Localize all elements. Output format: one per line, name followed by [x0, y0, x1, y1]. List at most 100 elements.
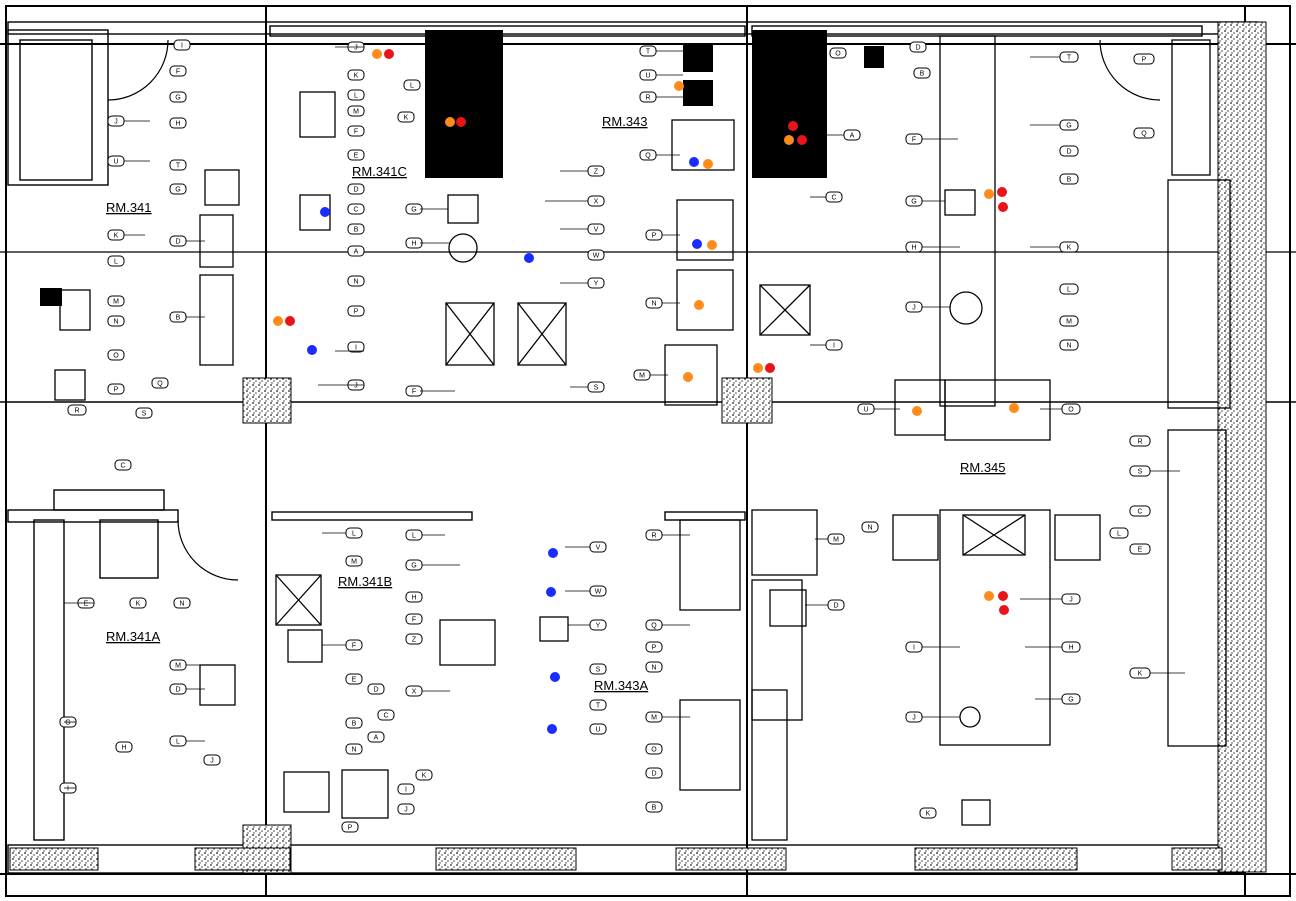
callout-tag-text: M: [639, 373, 645, 380]
status-dot-red: [765, 363, 775, 373]
callout-tag-text: B: [652, 805, 657, 812]
callout-tag-text: T: [596, 703, 601, 710]
callout-tag-text: U: [113, 159, 118, 166]
callout-tag-text: K: [136, 601, 141, 608]
callout-tag-text: W: [593, 253, 600, 260]
room-label-341c: RM.341C: [352, 164, 407, 179]
callout-tag-text: P: [1142, 57, 1147, 64]
callout-tag-text: K: [404, 115, 409, 122]
status-dot-orange: [683, 372, 693, 382]
status-dot-orange: [372, 49, 382, 59]
callout-tag-text: H: [121, 745, 126, 752]
callout-tag-text: P: [354, 309, 359, 316]
callout-tag-text: J: [354, 45, 358, 52]
callout-tag-text: Y: [596, 623, 601, 630]
callout-tag-text: G: [1066, 123, 1071, 130]
room-label-343: RM.343: [602, 114, 648, 129]
callout-tag-text: G: [411, 563, 416, 570]
callout-tag-text: F: [354, 129, 358, 136]
black-zones: [40, 30, 884, 306]
callout-tag-text: L: [410, 83, 414, 90]
callout-tag-text: F: [412, 389, 416, 396]
callout-tag-text: H: [1068, 645, 1073, 652]
callout-tag-text: R: [74, 408, 79, 415]
callout-tag-text: M: [351, 559, 357, 566]
callout-tag-text: I: [405, 787, 407, 794]
status-dot-red: [998, 202, 1008, 212]
status-dot-red: [999, 605, 1009, 615]
callout-tag-text: M: [651, 715, 657, 722]
callout-tag-text: A: [374, 735, 379, 742]
room-labels: RM.341 RM.341A RM.341B RM.341C RM.343 RM…: [106, 114, 1006, 693]
callout-tag-text: O: [113, 353, 119, 360]
callout-tag-text: K: [114, 233, 119, 240]
callout-tag-text: K: [926, 811, 931, 818]
callout-tag-text: B: [352, 721, 357, 728]
callout-tag-text: O: [835, 51, 841, 58]
leader-lines: [64, 46, 1185, 789]
callout-tags: [59, 39, 1155, 833]
callout-tag-text: N: [1066, 343, 1071, 350]
callout-tag-text: F: [412, 617, 416, 624]
status-dot-orange: [753, 363, 763, 373]
callout-tag-text: Y: [594, 281, 599, 288]
callout-tag-text: F: [352, 643, 356, 650]
callout-tag-text: P: [652, 645, 657, 652]
callout-tag-text: C: [383, 713, 388, 720]
callout-tag-text: N: [353, 279, 358, 286]
callout-tag-text: P: [652, 233, 657, 240]
callout-tag-text: M: [175, 663, 181, 670]
status-dot-orange: [674, 81, 684, 91]
callout-tag-text: X: [594, 199, 599, 206]
callout-tag-text: I: [833, 343, 835, 350]
callout-tag-text: R: [651, 533, 656, 540]
status-dot-red: [384, 49, 394, 59]
status-dot-orange: [694, 300, 704, 310]
callout-tag-text: F: [912, 137, 916, 144]
callout-tag-text: L: [1117, 531, 1121, 538]
callout-tag-text: K: [354, 73, 359, 80]
callout-tag-text: P: [114, 387, 119, 394]
callout-tag-text: J: [404, 807, 408, 814]
callout-tag-text: D: [833, 603, 838, 610]
callout-tag-text: H: [411, 241, 416, 248]
callout-tag-text: B: [176, 315, 181, 322]
callout-tag-text: T: [1067, 55, 1072, 62]
callout-tag-text: K: [1138, 671, 1143, 678]
callout-tag-text: N: [351, 747, 356, 754]
callout-tag-text: G: [911, 199, 916, 206]
callout-tag-text: O: [1068, 407, 1074, 414]
callout-tag-text: E: [84, 601, 89, 608]
callout-tag-text: J: [912, 305, 916, 312]
callout-tag-text: L: [114, 259, 118, 266]
callout-tag-text: L: [412, 533, 416, 540]
callout-tag-text: L: [1067, 287, 1071, 294]
callout-tag-text: N: [867, 525, 872, 532]
callout-tag-text: V: [596, 545, 601, 552]
callout-tag-text: D: [1066, 149, 1071, 156]
callout-tag-text: T: [646, 49, 651, 56]
callout-tag-text: X: [412, 689, 417, 696]
callout-tag-text: H: [411, 595, 416, 602]
status-dot-red: [285, 316, 295, 326]
callout-tag-text: C: [1137, 509, 1142, 516]
status-dot-blue: [320, 207, 330, 217]
building-frame: [0, 5, 1296, 897]
callout-tag-text: O: [651, 747, 657, 754]
callout-tag-text: D: [175, 687, 180, 694]
status-dot-orange: [912, 406, 922, 416]
callout-tag-text: B: [920, 71, 925, 78]
status-dot-orange: [273, 316, 283, 326]
status-dot-blue: [307, 345, 317, 355]
callout-tag-text: S: [594, 385, 599, 392]
callout-tag-text: T: [176, 163, 181, 170]
callout-tag-text: R: [645, 95, 650, 102]
callout-tag-text: A: [850, 133, 855, 140]
room-label-341b: RM.341B: [338, 574, 392, 589]
callout-tag-text: J: [210, 758, 214, 765]
callout-tag-text: L: [176, 739, 180, 746]
callout-tag-text: J: [912, 715, 916, 722]
status-dot-red: [797, 135, 807, 145]
callout-tag-text: E: [1138, 547, 1143, 554]
